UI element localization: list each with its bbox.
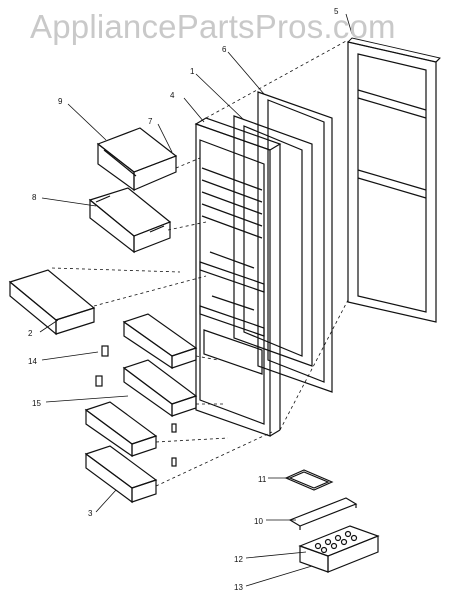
door-bin-lower <box>84 401 158 458</box>
callout-8: 8 <box>32 193 37 202</box>
callout-leaders <box>39 51 313 587</box>
left-door-bin <box>8 269 96 336</box>
bin-clip <box>95 345 177 467</box>
callout-12: 12 <box>234 555 243 564</box>
ice-tray-lid <box>288 497 358 530</box>
door-bin-bottom <box>84 445 158 504</box>
callout-2: 2 <box>28 329 33 338</box>
callout-11: 11 <box>258 475 267 484</box>
callout-6: 6 <box>222 45 227 54</box>
door-outer-panel <box>347 37 441 323</box>
callout-9: 9 <box>58 97 63 106</box>
callout-7: 7 <box>148 117 153 126</box>
door-bin-middle <box>122 359 198 418</box>
callout-4: 4 <box>170 91 175 100</box>
assembly-guide-lines <box>51 39 349 487</box>
callout-1: 1 <box>190 67 195 76</box>
door-inner-frame <box>233 115 313 367</box>
callout-labels: 1 2 3 4 5 6 7 8 9 10 11 12 13 14 15 <box>28 7 339 592</box>
callout-5: 5 <box>334 7 339 16</box>
callout-13: 13 <box>234 583 243 592</box>
ice-cube-tray <box>298 525 380 573</box>
callout-3: 3 <box>88 509 93 518</box>
door-liner <box>194 117 282 437</box>
door-gasket <box>257 91 333 393</box>
callout-5-leader <box>345 13 353 35</box>
door-bin-upper <box>122 313 198 370</box>
callout-10: 10 <box>254 517 263 526</box>
callout-14: 14 <box>28 357 37 366</box>
dairy-rack <box>88 187 172 254</box>
callout-15: 15 <box>32 399 41 408</box>
ice-scoop-tray <box>284 469 334 491</box>
top-door-bin <box>96 127 178 192</box>
